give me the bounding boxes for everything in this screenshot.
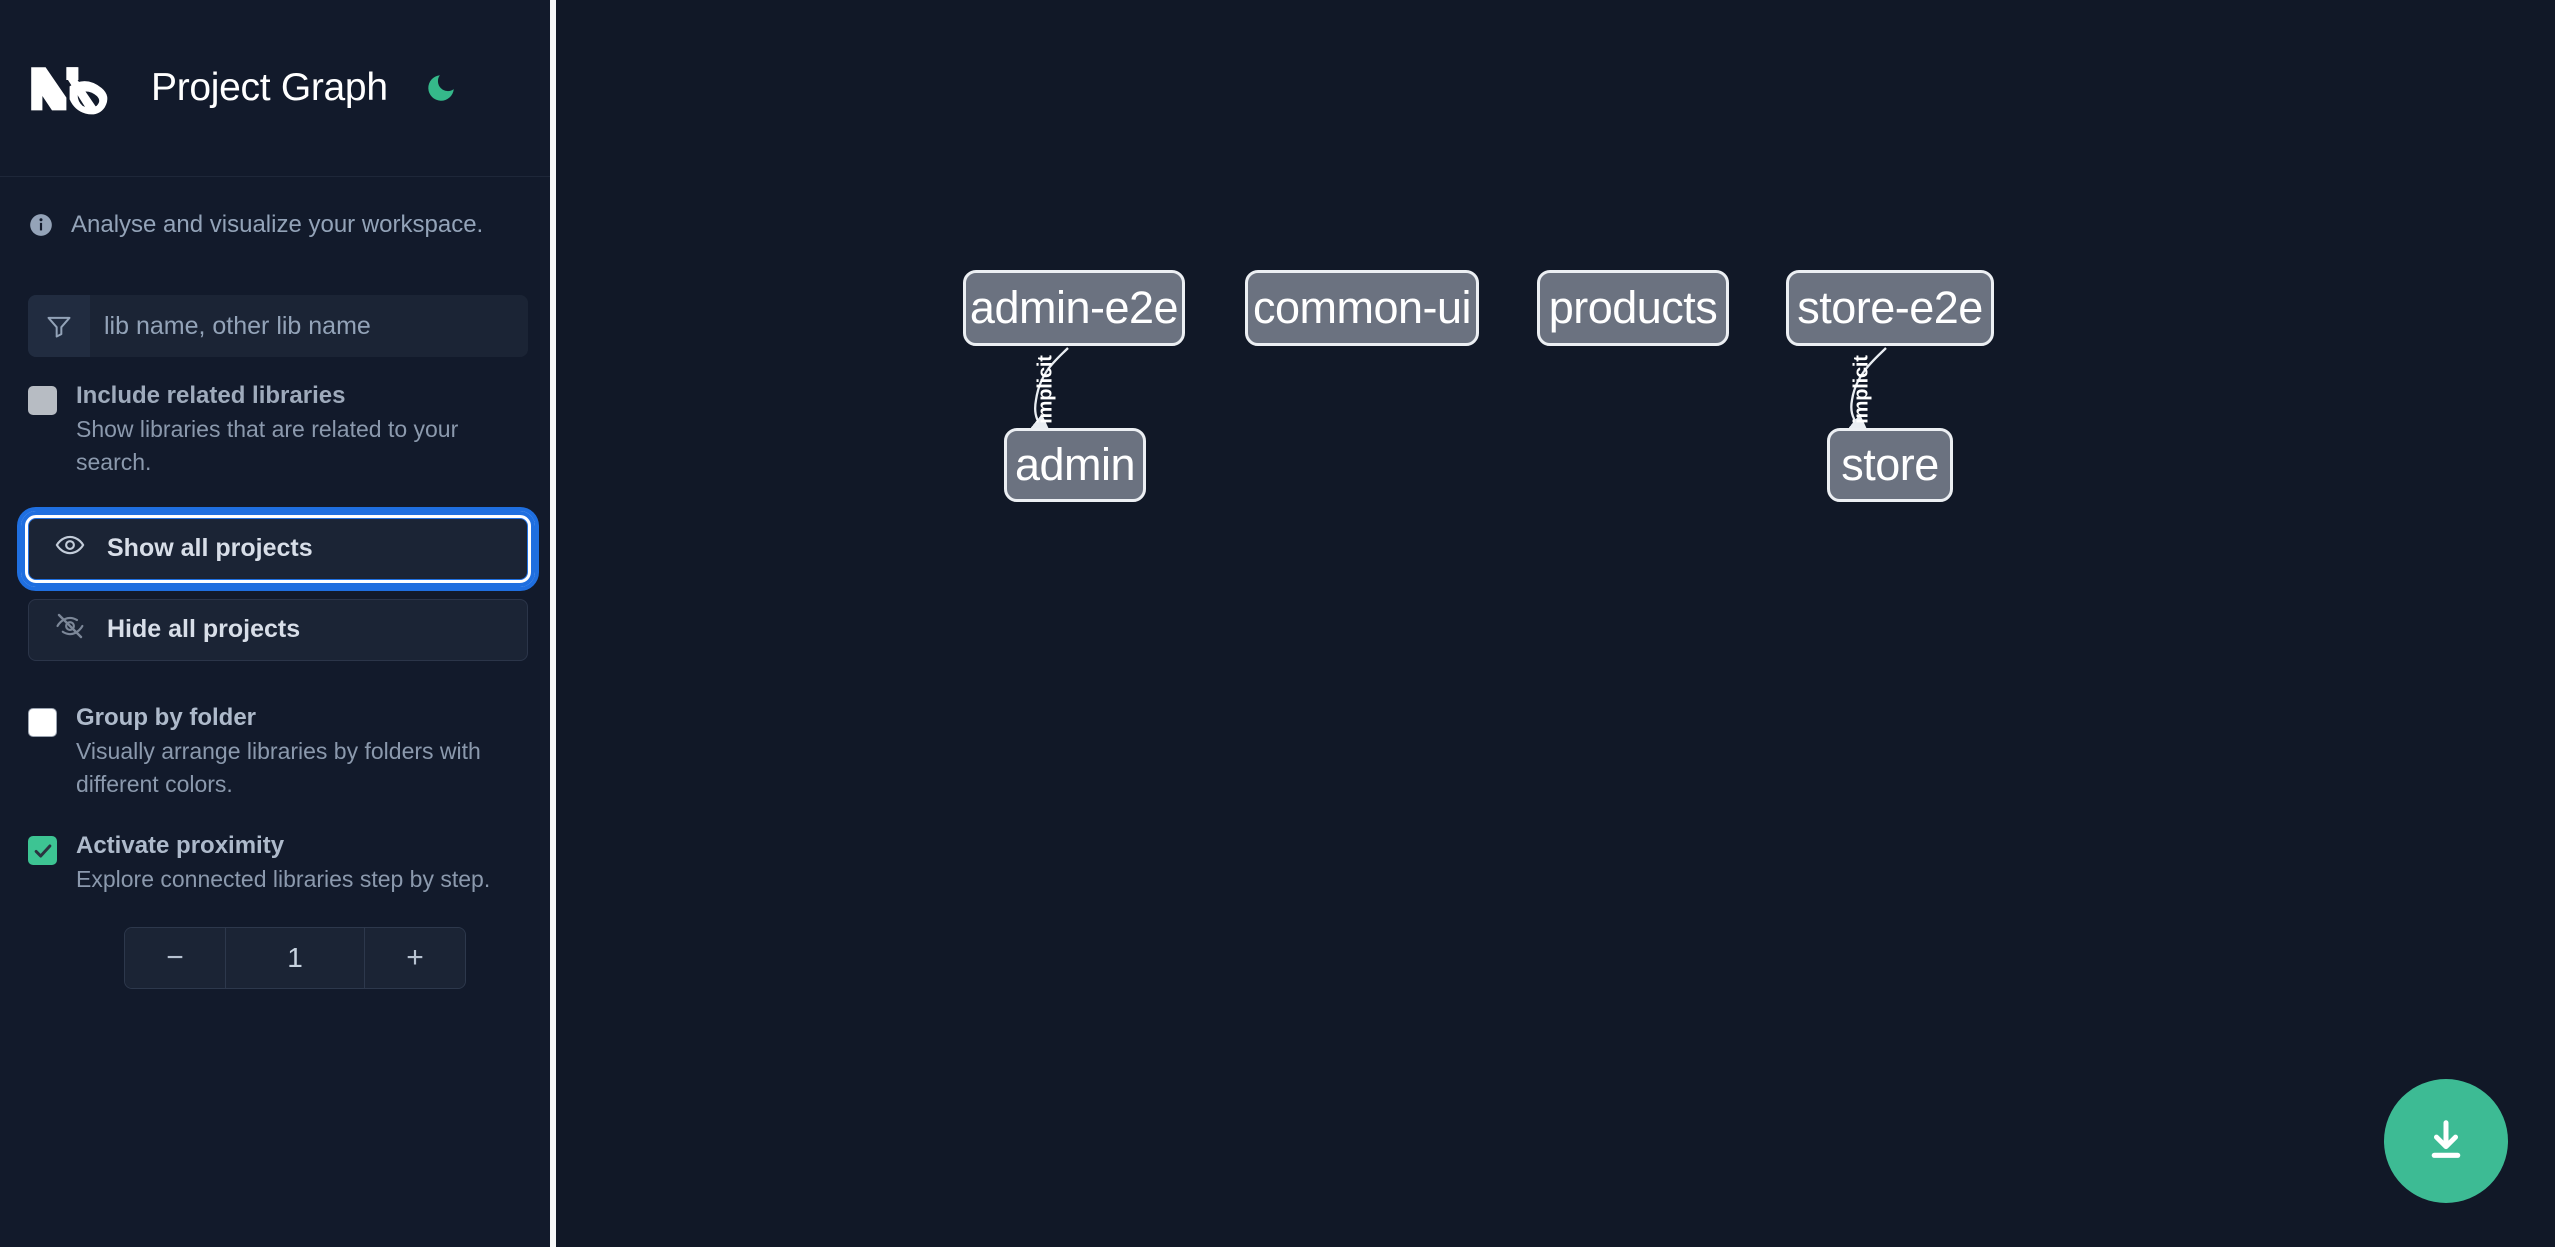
option-activate-proximity[interactable]: Activate proximity Explore connected lib…: [0, 831, 556, 896]
workspace-info-text: Analyse and visualize your workspace.: [71, 211, 484, 238]
filter-icon: [28, 295, 90, 357]
eye-off-icon: [55, 611, 85, 648]
edge-admin-e2e-to-admin[interactable]: [1028, 347, 1069, 435]
include-related-libraries-label: Include related libraries: [76, 382, 346, 409]
graph-node-admin-e2e[interactable]: admin-e2e: [963, 270, 1185, 346]
include-related-libraries-description: Show libraries that are related to your …: [76, 416, 459, 476]
proximity-increment-button[interactable]: +: [365, 927, 465, 988]
workspace-info: Analyse and visualize your workspace.: [0, 177, 556, 273]
download-icon: [2431, 1120, 2461, 1158]
edge-label-admin-e2e-admin: implicit: [1034, 355, 1057, 424]
activate-proximity-checkbox[interactable]: [28, 836, 57, 866]
edge-label-store-e2e-store: implicit: [1850, 355, 1873, 424]
nx-logo-icon: [28, 56, 124, 120]
graph-node-common-ui[interactable]: common-ui: [1245, 270, 1479, 346]
project-graph-canvas[interactable]: admin-e2e common-ui products store-e2e a…: [556, 0, 2555, 1247]
graph-node-products[interactable]: products: [1537, 270, 1729, 346]
sidebar-scrollbar-track[interactable]: [550, 0, 556, 1247]
proximity-decrement-button[interactable]: −: [125, 927, 225, 988]
group-by-folder-label: Group by folder: [76, 703, 256, 731]
option-group-by-folder[interactable]: Group by folder Visually arrange librari…: [0, 703, 556, 802]
include-related-libraries-checkbox[interactable]: [28, 386, 57, 415]
graph-node-admin[interactable]: admin: [1004, 428, 1146, 502]
group-by-folder-checkbox[interactable]: [28, 707, 57, 737]
project-visibility-buttons: Show all projects Hide all projects: [0, 510, 556, 661]
sidebar-header: Project Graph: [0, 0, 556, 177]
eye-icon: [55, 530, 85, 567]
activate-proximity-label: Activate proximity: [76, 832, 285, 860]
option-include-related-libraries[interactable]: Include related libraries Show libraries…: [0, 381, 556, 480]
hide-all-projects-button[interactable]: Hide all projects: [28, 598, 528, 661]
download-graph-button[interactable]: [2384, 1079, 2508, 1203]
group-by-folder-description: Visually arrange libraries by folders wi…: [76, 737, 481, 798]
graph-node-store[interactable]: store: [1827, 428, 1953, 502]
moon-icon[interactable]: [418, 65, 464, 111]
search-input[interactable]: [90, 295, 528, 357]
show-all-projects-label: Show all projects: [107, 534, 313, 563]
graph-edges: [1028, 347, 1887, 435]
show-all-projects-button[interactable]: Show all projects: [21, 510, 535, 587]
hide-all-projects-label: Hide all projects: [107, 615, 301, 644]
proximity-value: 1: [225, 927, 365, 988]
page-title: Project Graph: [151, 66, 388, 109]
sidebar: Project Graph Analyse and visualize your…: [0, 0, 556, 1247]
edge-store-e2e-to-store[interactable]: [1846, 347, 1887, 435]
search-bar[interactable]: [28, 295, 528, 357]
activate-proximity-description: Explore connected libraries step by step…: [76, 866, 491, 893]
info-icon: [28, 212, 54, 238]
proximity-stepper-row: − 1 +: [0, 926, 556, 989]
graph-node-store-e2e[interactable]: store-e2e: [1786, 270, 1994, 346]
proximity-stepper[interactable]: − 1 +: [124, 926, 466, 989]
